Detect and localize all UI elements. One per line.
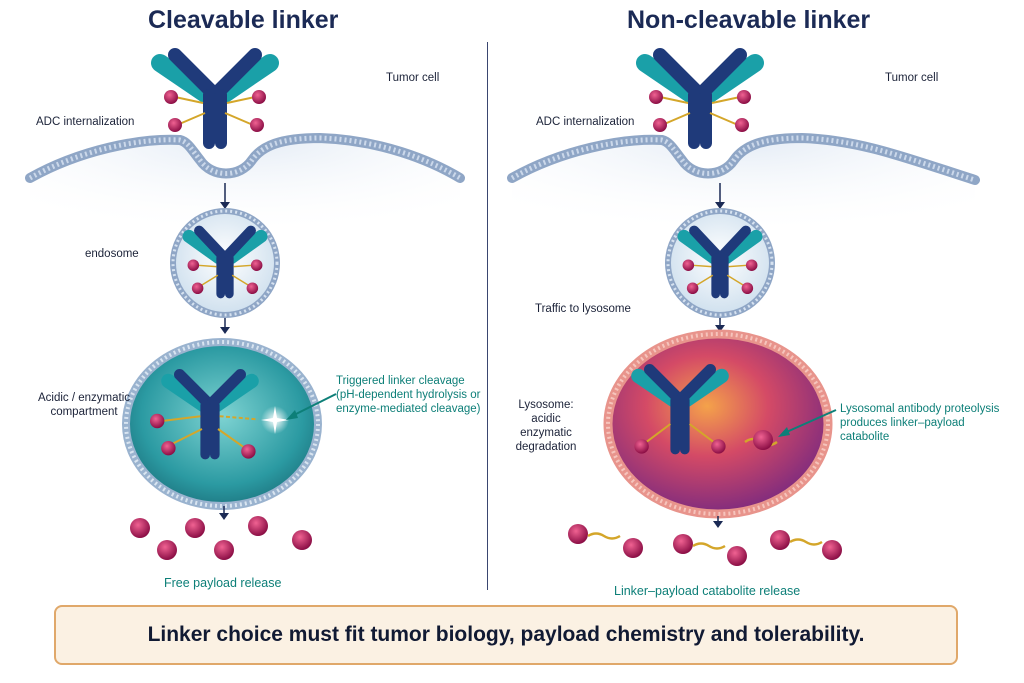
left-tumor-cell-label: Tumor cell bbox=[386, 72, 440, 84]
left-cytoplasm-shade bbox=[30, 138, 460, 260]
right-traffic-label: Traffic to lysosome bbox=[535, 303, 631, 315]
right-panel bbox=[507, 48, 980, 566]
left-adc-surface bbox=[151, 48, 279, 149]
right-tumor-cell-label: Tumor cell bbox=[885, 72, 939, 84]
left-arrow-1 bbox=[220, 202, 230, 209]
right-catabolites bbox=[568, 524, 842, 566]
right-adc-endosome bbox=[677, 225, 763, 299]
right-note-pointer bbox=[781, 409, 837, 435]
left-title: Cleavable linker bbox=[148, 6, 339, 34]
right-internalization-label: ADC internalization bbox=[536, 116, 635, 128]
summary-banner: Linker choice must fit tumor biology, pa… bbox=[54, 605, 958, 665]
panel-divider bbox=[487, 42, 488, 590]
summary-text: Linker choice must fit tumor biology, pa… bbox=[147, 623, 865, 646]
right-adc-lysosome bbox=[631, 363, 729, 455]
left-cleavage-note: Triggered linker cleavage (pH-dependent … bbox=[336, 375, 481, 415]
left-arrow-3 bbox=[219, 513, 229, 520]
left-cell-membrane bbox=[25, 132, 465, 183]
right-lysosome-label: Lysosome: acidic enzymatic degradation bbox=[515, 399, 577, 453]
left-release-label: Free payload release bbox=[164, 576, 282, 590]
right-cytoplasm-shade bbox=[512, 138, 975, 260]
right-adc-surface bbox=[636, 48, 764, 149]
left-panel bbox=[25, 48, 465, 560]
left-adc-endosome bbox=[182, 225, 268, 299]
left-adc-compartment bbox=[150, 368, 259, 460]
right-title: Non-cleavable linker bbox=[627, 6, 871, 34]
right-arrow-3 bbox=[713, 521, 723, 528]
right-proteolysis-note: Lysosomal antibody proteolysis produces … bbox=[840, 403, 1000, 443]
left-free-payloads bbox=[130, 516, 312, 560]
left-compartment-label: Acidic / enzymatic compartment bbox=[38, 392, 131, 418]
right-arrow-1 bbox=[715, 202, 725, 209]
left-arrow-2 bbox=[220, 327, 230, 334]
right-release-label: Linker–payload catabolite release bbox=[614, 584, 801, 598]
left-internalization-label: ADC internalization bbox=[36, 116, 135, 128]
left-note-pointer bbox=[289, 393, 337, 418]
left-endosome-label: endosome bbox=[85, 248, 139, 260]
right-arrow-2 bbox=[715, 325, 725, 332]
